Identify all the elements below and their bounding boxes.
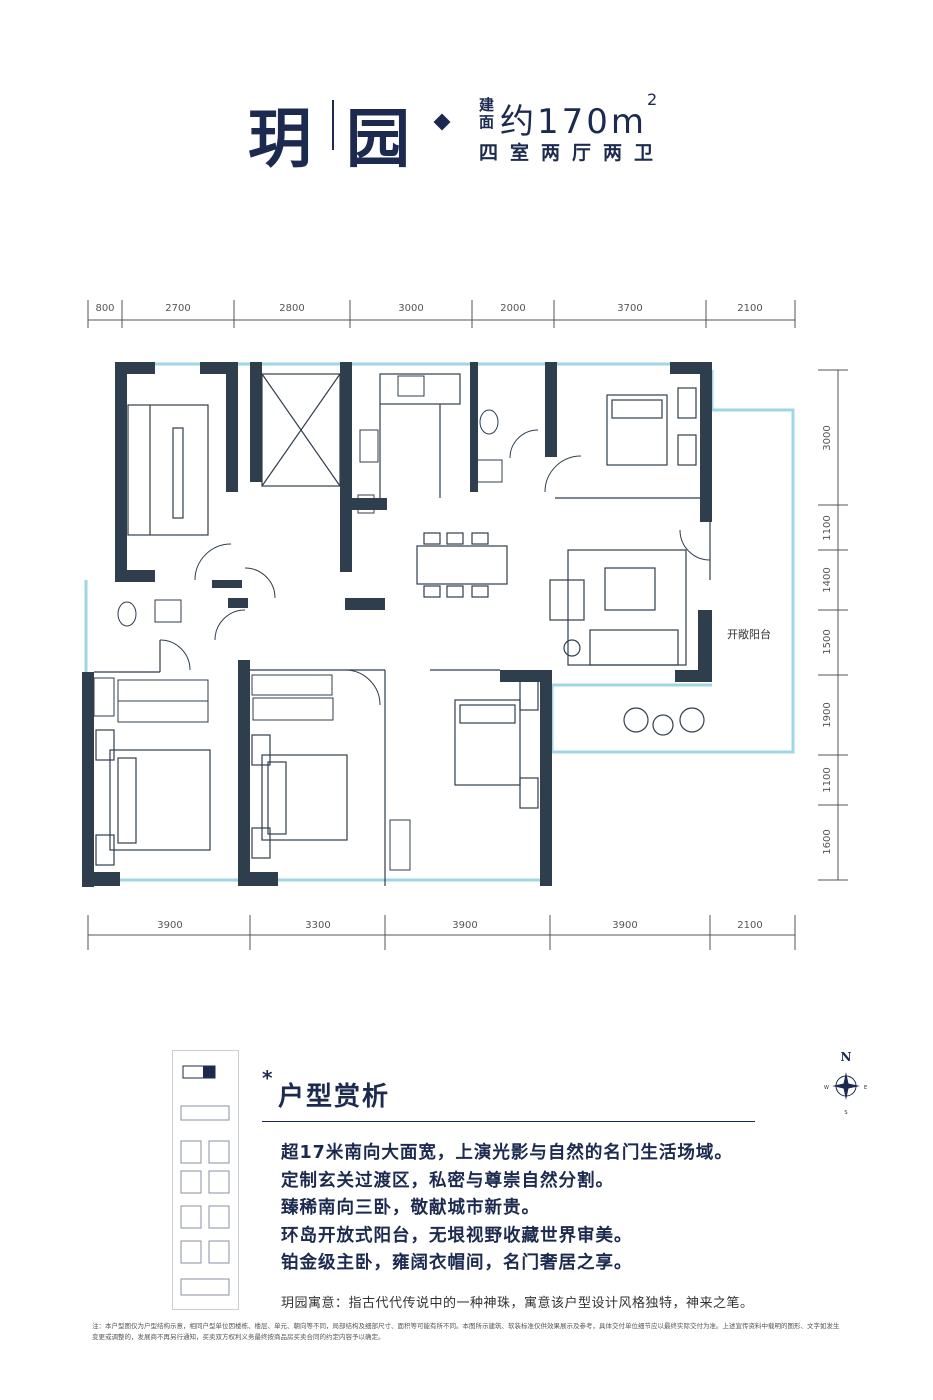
area-label-top: 建	[479, 96, 495, 114]
right-dimension-line	[818, 369, 848, 881]
bedroom-beds	[95, 387, 697, 866]
bottom-dim-4: 3900	[612, 920, 637, 931]
title-name-left: 玥	[248, 103, 316, 177]
site-key-plan-drawing	[180, 1065, 230, 1296]
interior-partitions	[94, 373, 711, 886]
analysis-point: 环岛开放式阳台，无垠视野收藏世界审美。	[281, 1225, 633, 1246]
bottom-dim-3: 3900	[452, 920, 477, 931]
compass-s: S	[844, 1110, 847, 1116]
area-value: 约170m2	[500, 90, 660, 143]
section-title: 户型赏析	[278, 1082, 391, 1112]
top-dim-1: 800	[95, 303, 114, 314]
right-dim-2: 1100	[822, 515, 833, 540]
name-meaning: 玥园寓意：指古代代传说中的一种神珠，寓意该户型设计风格独特，神来之笔。	[281, 1296, 754, 1311]
closets	[93, 674, 411, 871]
top-dimension-line	[87, 300, 796, 328]
compass-w: W	[824, 1085, 829, 1091]
top-dim-7: 2100	[737, 303, 762, 314]
area-label-bottom: 面	[479, 113, 495, 131]
diamond-icon	[433, 113, 451, 131]
right-dim-4: 1500	[822, 629, 833, 654]
area-unit: 2	[647, 90, 661, 109]
top-dim-3: 2800	[279, 303, 304, 314]
room-layout: 四室两厅两卫	[479, 142, 666, 164]
dining-table	[416, 532, 508, 598]
analysis-point: 定制玄关过渡区，私密与尊崇自然分割。	[281, 1170, 614, 1191]
title-divider	[332, 100, 334, 150]
bottom-dim-1: 3900	[157, 920, 182, 931]
door-swings	[159, 429, 711, 706]
bathroom-fixtures	[117, 375, 503, 627]
analysis-point: 铂金级主卧，雍阔衣帽间，名门奢居之享。	[281, 1253, 633, 1273]
title-name-right: 园	[346, 103, 414, 177]
walls	[82, 362, 712, 887]
bottom-dim-2: 3300	[305, 920, 330, 931]
section-divider	[262, 1121, 755, 1122]
section-star: *	[262, 1066, 273, 1090]
right-dim-1: 3000	[822, 425, 833, 450]
balcony-label: 开敞阳台	[727, 627, 771, 641]
area-value-text: 约170m	[500, 102, 648, 142]
site-key-plan	[172, 1050, 239, 1310]
compass-e: E	[864, 1085, 867, 1091]
right-dim-3: 1400	[822, 567, 833, 592]
analysis-point: 超17米南向大面宽，上演光影与自然的名门生活场域。	[281, 1143, 733, 1163]
floor-plan: 800 2700 2800 3000 2000 3700 2100 3000 1…	[82, 300, 848, 950]
analysis-points: 超17米南向大面宽，上演光影与自然的名门生活场域。 定制玄关过渡区，私密与尊崇自…	[281, 1140, 733, 1278]
top-dim-6: 3700	[617, 303, 642, 314]
right-dim-6: 1100	[822, 767, 833, 792]
compass-n: N	[841, 1050, 852, 1064]
area-label: 建 面	[479, 97, 495, 131]
bottom-dim-5: 2100	[737, 920, 762, 931]
analysis-point: 臻稀南向三卧，敬献城市新贵。	[281, 1198, 540, 1218]
balcony-chairs	[623, 707, 705, 736]
top-dim-4: 3000	[398, 303, 423, 314]
compass-icon: N W E S	[824, 1050, 867, 1116]
top-dim-2: 2700	[165, 303, 190, 314]
bottom-dimension-line	[87, 915, 796, 950]
right-dim-7: 1600	[822, 829, 833, 854]
living-sofa	[549, 549, 687, 666]
right-dim-5: 1900	[822, 702, 833, 727]
top-dim-5: 2000	[500, 303, 525, 314]
disclaimer: 注：本户型图仅为户型结构示意，相同户型单位因楼栋、楼层、单元、朝向等不同，局部结…	[92, 1322, 840, 1341]
